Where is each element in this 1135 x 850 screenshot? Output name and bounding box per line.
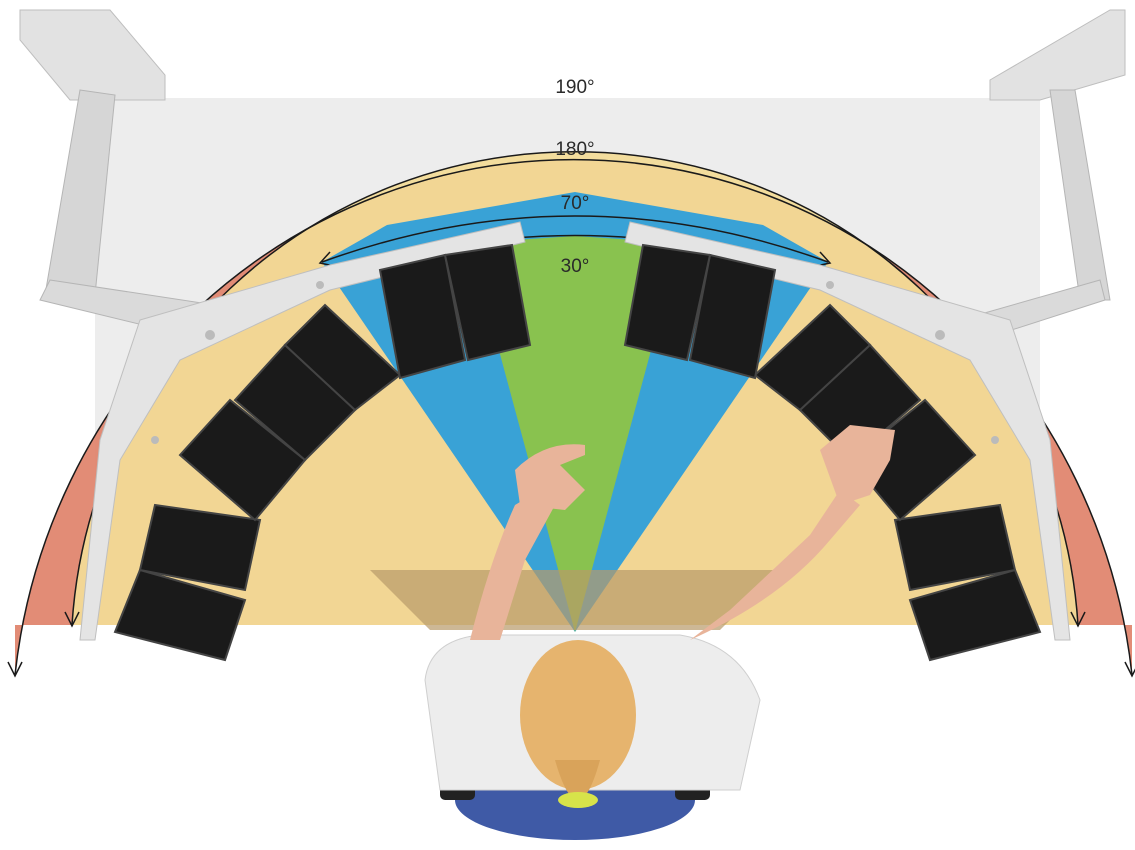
label-70: 70° [561, 193, 590, 214]
hair-tie [558, 792, 598, 808]
label-180: 180° [555, 139, 594, 160]
label-30: 30° [561, 256, 590, 277]
label-190: 190° [555, 77, 594, 98]
